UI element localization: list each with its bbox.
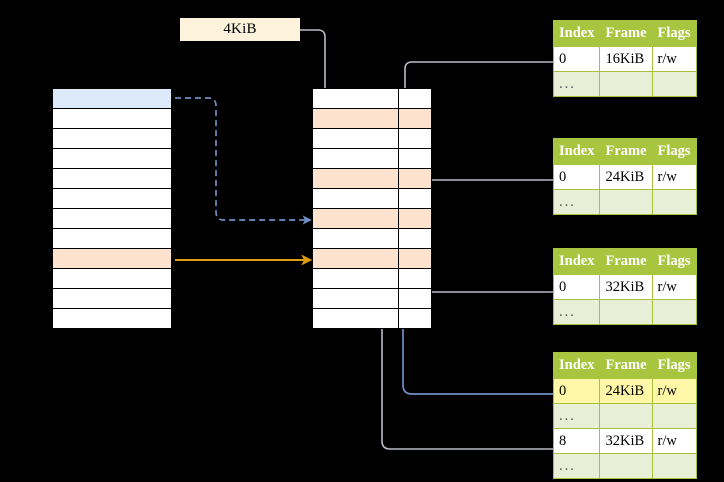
cell-flags [651, 453, 697, 479]
column-header-flags: Flags [651, 138, 697, 165]
virtual-page-row-6 [52, 208, 172, 230]
physical-frame-row-2 [312, 128, 432, 150]
physical-frame-row-10 [312, 288, 432, 310]
table-row-ellipsis: ... [552, 299, 697, 325]
cell-flags: r/w [651, 428, 697, 454]
physical-frame-row-9 [312, 268, 432, 290]
cell-index: ... [552, 453, 601, 479]
cell-frame [599, 453, 653, 479]
cell-index: ... [552, 299, 601, 325]
virtual-page-row-5 [52, 188, 172, 210]
table-row-ellipsis: ... [552, 403, 697, 429]
wire-table4row0-to-frame [398, 226, 553, 395]
column-header-frame: Frame [599, 248, 653, 275]
cell-index: 0 [552, 378, 601, 404]
wire-table4row8-to-frame [377, 266, 553, 450]
physical-frame-row-3 [312, 148, 432, 170]
physical-memory-column [312, 88, 432, 330]
column-header-frame: Frame [599, 138, 653, 165]
physical-frame-row-5 [312, 188, 432, 210]
virtual-page-row-10 [52, 288, 172, 310]
physical-frame-row-4 [312, 168, 432, 190]
cell-flags: r/w [651, 164, 697, 190]
cell-flags [651, 189, 697, 215]
virtual-page-row-11 [52, 308, 172, 330]
cell-flags: r/w [651, 378, 697, 404]
column-header-flags: Flags [651, 248, 697, 275]
cell-flags: r/w [651, 274, 697, 300]
cell-frame: 24KiB [599, 378, 653, 404]
cell-frame [599, 189, 653, 215]
table-row-ellipsis: ... [552, 189, 697, 215]
column-header-index: Index [552, 248, 601, 275]
wire-virtual-to-physical-dashed [175, 97, 312, 225]
virtual-address-space-column [52, 88, 172, 330]
virtual-page-row-9 [52, 268, 172, 290]
cell-index: ... [552, 189, 601, 215]
column-header-frame: Frame [599, 352, 653, 379]
cell-frame [599, 71, 653, 97]
physical-frame-row-8 [312, 248, 432, 270]
cell-flags [651, 299, 697, 325]
physical-frame-row-11 [312, 308, 432, 330]
cell-flags [651, 403, 697, 429]
column-header-flags: Flags [651, 352, 697, 379]
cell-index: 0 [552, 274, 601, 300]
virtual-page-row-2 [52, 128, 172, 150]
cell-frame [599, 299, 653, 325]
virtual-page-row-7 [52, 228, 172, 250]
wire-pagesize-to-frame [300, 29, 330, 114]
physical-frame-row-6 [312, 208, 432, 230]
page-size-label: 4KiB [180, 18, 300, 41]
cell-frame: 32KiB [599, 428, 653, 454]
cell-frame: 32KiB [599, 274, 653, 300]
cell-frame: 24KiB [599, 164, 653, 190]
physical-frame-row-1 [312, 108, 432, 130]
column-header-index: Index [552, 138, 601, 165]
virtual-page-row-1 [52, 108, 172, 130]
virtual-page-row-3 [52, 148, 172, 170]
physical-column-divider [398, 88, 400, 330]
column-header-frame: Frame [599, 20, 653, 47]
cell-frame: 16KiB [599, 46, 653, 72]
physical-frame-row-0 [312, 88, 432, 110]
wire-table2-to-frame [420, 179, 553, 224]
wire-table1-to-frame [400, 61, 553, 184]
virtual-page-row-4 [52, 168, 172, 190]
column-header-index: Index [552, 352, 601, 379]
table-row-ellipsis: ... [552, 71, 697, 97]
cell-index: ... [552, 403, 601, 429]
cell-index: ... [552, 71, 601, 97]
cell-frame [599, 403, 653, 429]
column-header-flags: Flags [651, 20, 697, 47]
wire-table3-to-frame [420, 266, 553, 293]
cell-index: 8 [552, 428, 601, 454]
virtual-page-row-0 [52, 88, 172, 110]
virtual-page-row-8 [52, 248, 172, 270]
cell-flags [651, 71, 697, 97]
physical-frame-row-7 [312, 228, 432, 250]
column-header-index: Index [552, 20, 601, 47]
cell-flags: r/w [651, 46, 697, 72]
cell-index: 0 [552, 164, 601, 190]
table-row-ellipsis: ... [552, 453, 697, 479]
cell-index: 0 [552, 46, 601, 72]
